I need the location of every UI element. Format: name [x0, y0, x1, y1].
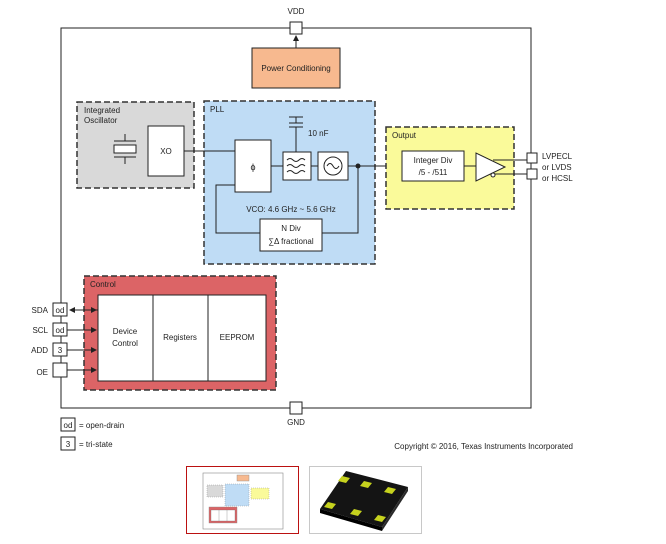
xo-block — [147, 125, 185, 177]
copyright-text: Copyright © 2016, Texas Instruments Inco… — [394, 442, 573, 451]
block-diagram-thumbnail-image — [202, 472, 284, 530]
eeprom-label: EEPROM — [220, 333, 255, 342]
legend-tri-state-symbol-text: 3 — [66, 440, 71, 449]
sda-pin — [52, 302, 68, 317]
output-format-3: or HCSL — [542, 174, 573, 183]
power-conditioning-label: Power Conditioning — [261, 64, 330, 73]
vco-range-label: VCO: 4.6 GHz ~ 5.6 GHz — [246, 205, 336, 214]
sda-pin-marker: od — [56, 306, 65, 315]
output-format-2: or LVDS — [542, 163, 572, 172]
output-buffer-icon — [475, 152, 507, 182]
integer-divider-label: Integer Div — [414, 156, 453, 165]
control-blocks — [97, 294, 267, 382]
gnd-pin — [289, 401, 303, 415]
legend-open-drain-text: = open-drain — [79, 421, 124, 430]
gnd-label: GND — [287, 418, 305, 427]
legend-open-drain-symbol — [60, 417, 76, 432]
integrated-oscillator-title-1: Integrated — [84, 106, 120, 115]
n-divider-label: N Div — [281, 224, 301, 233]
xo-label: XO — [160, 147, 172, 156]
capacitor-icon — [289, 116, 303, 152]
legend-tri-state-symbol — [60, 436, 76, 451]
package-render-image — [320, 471, 408, 531]
registers-label: Registers — [163, 333, 197, 342]
n-divider-fractional-label: ∑Δ fractional — [268, 237, 314, 246]
scl-pin-marker: od — [56, 326, 65, 335]
power-conditioning-block — [251, 47, 341, 89]
capacitor-value: 10 nF — [308, 129, 329, 138]
integer-divider-block — [401, 150, 465, 182]
feedback-line-right — [322, 166, 359, 234]
output-pin-positive — [526, 152, 538, 164]
integrated-oscillator-title-2: Oscillator — [84, 116, 118, 125]
oe-pin-label: OE — [36, 368, 48, 377]
add-pin-marker: 3 — [58, 346, 63, 355]
output-pin-negative — [526, 168, 538, 180]
integer-divider-range: /5 - /511 — [419, 168, 448, 177]
device-control-label-1: Device — [113, 327, 138, 336]
package-render-thumbnail[interactable] — [309, 466, 422, 534]
filter-icon — [286, 158, 306, 174]
output-format-1: LVPECL — [542, 152, 573, 161]
feedback-line-left — [215, 184, 260, 234]
sda-pin-label: SDA — [32, 306, 49, 315]
vco-icon — [323, 156, 343, 176]
pll-title: PLL — [210, 105, 225, 114]
output-title: Output — [392, 131, 417, 140]
n-divider-block — [259, 218, 323, 252]
device-control-label-2: Control — [112, 339, 138, 348]
vdd-pin — [289, 21, 303, 35]
phase-detector-block — [234, 139, 272, 193]
block-diagram-thumbnail[interactable] — [186, 466, 299, 534]
control-title: Control — [90, 280, 116, 289]
legend-open-drain-symbol-text: od — [64, 421, 73, 430]
oe-pin — [52, 362, 68, 378]
phase-symbol: ϕ — [250, 162, 255, 172]
crystal-icon — [113, 134, 137, 164]
add-pin-label: ADD — [31, 346, 48, 355]
legend-tri-state-text: = tri-state — [79, 440, 113, 449]
vdd-label: VDD — [288, 7, 305, 16]
scl-pin-label: SCL — [32, 326, 48, 335]
